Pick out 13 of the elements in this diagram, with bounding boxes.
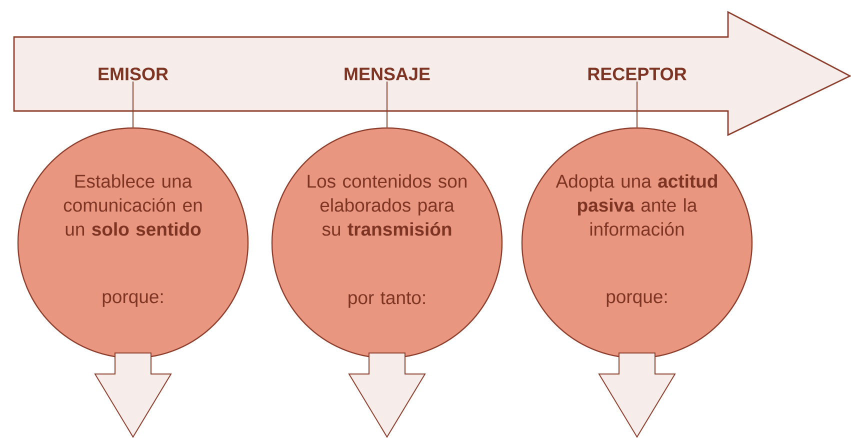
heading: RECEPTOR	[588, 68, 686, 80]
connector-line	[386, 81, 388, 128]
heading: MENSAJE	[344, 68, 430, 80]
connector-line	[132, 81, 134, 128]
circle-box: Adopta una actitud pasiva ante la información porque:	[521, 127, 753, 359]
circle-box: Establece una comunicación en un solo sentido porque:	[17, 127, 249, 359]
arrow-band	[13, 10, 851, 136]
down-arrow	[348, 352, 426, 438]
down-arrow	[94, 352, 172, 438]
circle-box: Los contenidos son elaborados para su transmisión por tanto:	[271, 127, 503, 359]
connector-line	[636, 81, 638, 128]
heading: EMISOR	[98, 68, 168, 80]
down-arrow	[598, 352, 676, 438]
